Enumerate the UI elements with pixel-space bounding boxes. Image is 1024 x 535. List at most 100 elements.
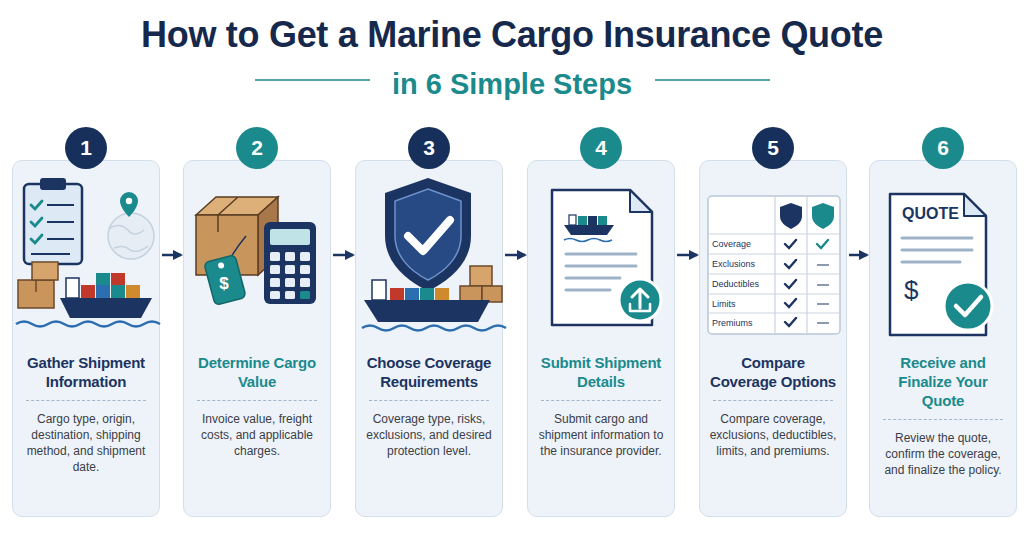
cargo-ship [111, 273, 125, 285]
check-badge [944, 282, 992, 330]
cargo-boxes [35, 280, 37, 292]
calculator-icon [270, 265, 280, 274]
dashed-divider [369, 400, 489, 401]
calculator-icon [264, 222, 316, 304]
text-label: QUOTE [902, 206, 959, 222]
upload-badge [630, 304, 650, 311]
step-heading: Determine Cargo Value [191, 353, 323, 391]
step-description: Cargo type, origin, destination, shippin… [20, 411, 152, 475]
subtitle-rule [655, 79, 770, 81]
flow-arrow [333, 254, 353, 257]
step-description: Invoice value, freight costs, and applic… [191, 411, 323, 459]
check-badge [944, 282, 992, 330]
document-icon [598, 216, 607, 225]
cargo-box-icon [218, 197, 238, 232]
text-label: $ [904, 277, 918, 303]
step-description: Compare coverage, exclusions, deductible… [707, 411, 839, 459]
text-label: Deductibles [712, 280, 759, 289]
step-number-badge: 3 [408, 127, 450, 169]
clipboard-icon [24, 178, 82, 264]
flow-arrow [505, 254, 525, 257]
cargo-ship [96, 285, 110, 298]
globe-icon [108, 213, 154, 259]
text-label: Limits [712, 300, 736, 309]
quote-document [902, 238, 972, 262]
step-number: 6 [937, 136, 949, 160]
cargo-ship [420, 288, 434, 300]
step-number: 2 [251, 136, 263, 160]
cargo-boxes [32, 262, 58, 280]
step-card-content: Gather Shipment InformationCargo type, o… [20, 353, 152, 475]
text-label: $ [219, 275, 228, 292]
location-pin [126, 198, 132, 204]
step-number-badge: 5 [752, 127, 794, 169]
document-icon [578, 216, 587, 225]
step-number: 1 [80, 136, 92, 160]
flow-arrow [677, 254, 697, 257]
comparison-table [785, 240, 796, 326]
step-number-badge: 4 [580, 127, 622, 169]
calculator-icon [285, 252, 295, 261]
comparison-table [708, 234, 840, 313]
dashed-divider [26, 400, 146, 401]
cargo-ship [435, 288, 449, 300]
calculator-icon [270, 252, 280, 261]
step-number: 3 [423, 136, 435, 160]
upload-badge [619, 279, 661, 321]
step-number-badge: 6 [922, 127, 964, 169]
step-number: 4 [595, 136, 607, 160]
step-number-badge: 2 [236, 127, 278, 169]
text-label: Exclusions [712, 260, 755, 269]
calculator-icon [270, 291, 280, 299]
calculator-icon [300, 278, 310, 287]
comparison-table [780, 203, 802, 229]
calculator-icon [285, 278, 295, 287]
calculator-icon [270, 278, 280, 287]
comparison-table [812, 203, 834, 229]
flow-arrow [162, 254, 181, 257]
text-label: in 6 Simple Steps [392, 70, 632, 99]
calculator-icon [285, 265, 295, 274]
document-icon [588, 216, 597, 225]
upload-badge [632, 289, 648, 308]
calculator-icon [300, 252, 310, 261]
upload-badge [619, 279, 661, 321]
step-card-content: Determine Cargo ValueInvoice value, frei… [191, 353, 323, 459]
cargo-boxes [470, 266, 492, 286]
document-icon [564, 239, 612, 242]
calculator-icon [264, 222, 316, 304]
step-card-content: Choose Coverage RequirementsCoverage typ… [363, 353, 495, 459]
check-badge [956, 297, 981, 315]
calculator-icon [300, 291, 310, 299]
cargo-ship [60, 298, 152, 318]
clipboard-icon [40, 178, 66, 190]
cargo-boxes [460, 286, 482, 302]
globe-icon [110, 225, 148, 251]
comparison-table [708, 196, 840, 334]
step-card-content: Compare Coverage OptionsCompare coverage… [707, 353, 839, 459]
clipboard-icon [24, 184, 82, 264]
step-description: Review the quote, confirm the coverage, … [877, 430, 1009, 478]
subtitle-rule [255, 79, 370, 81]
cargo-ship [405, 288, 419, 300]
cargo-ship [81, 285, 95, 298]
shield-icon [395, 189, 461, 280]
step-heading: Receive and Finalize Your Quote [877, 353, 1009, 410]
document-icon [569, 215, 576, 225]
cargo-ship [364, 300, 490, 322]
dashed-divider [197, 400, 317, 401]
step-description: Coverage type, risks, exclusions, and de… [363, 411, 495, 459]
step-description: Submit cargo and shipment information to… [535, 411, 667, 459]
dashed-divider [883, 419, 1003, 420]
cargo-ship [96, 273, 110, 285]
comparison-table [817, 240, 828, 248]
price-tag [217, 262, 224, 269]
step-heading: Gather Shipment Information [20, 353, 152, 391]
dashed-divider [541, 400, 661, 401]
document-icon [564, 225, 614, 235]
cargo-ship [126, 285, 140, 298]
diagram-title: How to Get a Marine Cargo Insurance Quot… [0, 14, 1024, 56]
step-heading: Choose Coverage Requirements [363, 353, 495, 391]
shield-icon [408, 220, 450, 251]
